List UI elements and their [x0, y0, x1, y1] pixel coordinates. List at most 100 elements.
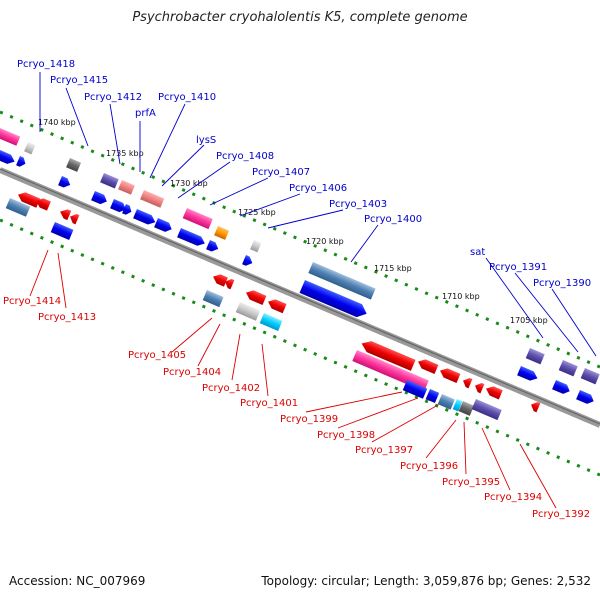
- upper-gene-label-10: Pcryo_1400: [364, 214, 422, 225]
- upper-gene-label-11: sat: [470, 247, 485, 258]
- gene-block: [452, 398, 463, 412]
- genome-backbone: [0, 167, 600, 428]
- gene-arrow: [91, 191, 107, 205]
- gene-arrow: [517, 366, 538, 381]
- gene-arrow: [206, 240, 219, 252]
- gene-block: [458, 400, 475, 416]
- gene-arrow: [154, 218, 172, 232]
- upper-gene-label-5: lysS: [196, 135, 216, 146]
- scale-label-6: 1710 kbp: [442, 292, 480, 301]
- upper-gene-label-9: Pcryo_1403: [329, 199, 387, 210]
- gene-block: [558, 360, 578, 377]
- lower-gene-label-2: Pcryo_1405: [128, 350, 186, 361]
- gene-block: [235, 302, 261, 321]
- gene-block: [50, 222, 74, 240]
- scale-label-4: 1720 kbp: [306, 237, 344, 246]
- gene-arrow: [0, 150, 15, 164]
- lower-gene-labels: Pcryo_1414Pcryo_1413Pcryo_1405Pcryo_1404…: [3, 296, 590, 520]
- gene-arrow: [36, 198, 51, 211]
- gene-block: [308, 262, 376, 300]
- upper-gene-label-1: Pcryo_1415: [50, 75, 108, 86]
- gene-block: [214, 225, 230, 240]
- gene-arrow: [576, 390, 594, 404]
- upper-gene-label-8: Pcryo_1406: [289, 183, 347, 194]
- gene-arrow: [16, 156, 26, 167]
- upper-gene-label-3: prfA: [135, 108, 156, 119]
- lower-gene-label-5: Pcryo_1401: [240, 398, 298, 409]
- gene-arrow: [70, 213, 80, 225]
- gene-block: [425, 388, 440, 404]
- lower-gene-label-0: Pcryo_1414: [3, 296, 61, 307]
- forward-strand-genes: [0, 127, 600, 404]
- gene-block: [202, 290, 224, 308]
- gene-block: [100, 172, 119, 189]
- gene-arrow: [299, 280, 367, 318]
- leader-lines-lower: [29, 249, 557, 509]
- lower-gene-label-8: Pcryo_1397: [355, 445, 413, 456]
- upper-gene-label-2: Pcryo_1412: [84, 92, 142, 103]
- lower-gene-label-11: Pcryo_1394: [484, 492, 542, 503]
- gene-arrow: [225, 278, 235, 290]
- scale-label-1: 1735 kbp: [106, 149, 144, 158]
- upper-gene-label-12: Pcryo_1391: [489, 262, 547, 273]
- scale-track-outer: [0, 110, 600, 369]
- scale-track-inner: [0, 218, 600, 477]
- upper-gene-labels: Pcryo_1418Pcryo_1415Pcryo_1412prfAPcryo_…: [17, 59, 591, 289]
- genome-stats: Topology: circular; Length: 3,059,876 bp…: [261, 574, 591, 588]
- leader-lines-upper: [39, 72, 597, 357]
- gene-arrow: [122, 204, 132, 215]
- gene-arrow: [58, 176, 71, 188]
- scale-label-5: 1715 kbp: [374, 264, 412, 273]
- gene-block: [580, 367, 600, 385]
- gene-block: [437, 394, 455, 410]
- lower-gene-label-4: Pcryo_1402: [202, 383, 260, 394]
- gene-arrow: [463, 377, 473, 389]
- gene-block: [525, 348, 545, 365]
- gene-arrow: [242, 255, 253, 266]
- gene-block: [471, 399, 502, 421]
- upper-gene-label-6: Pcryo_1408: [216, 151, 274, 162]
- gene-arrow: [418, 359, 439, 375]
- lower-gene-label-1: Pcryo_1413: [38, 312, 96, 323]
- upper-gene-label-0: Pcryo_1418: [17, 59, 75, 70]
- scale-label-2: 1730 kbp: [170, 179, 208, 188]
- lower-gene-label-10: Pcryo_1395: [442, 477, 500, 488]
- gene-block: [259, 313, 283, 331]
- lower-gene-label-12: Pcryo_1392: [532, 509, 590, 520]
- gene-arrow: [18, 192, 41, 208]
- upper-gene-label-7: Pcryo_1407: [252, 167, 310, 178]
- upper-gene-label-4: Pcryo_1410: [158, 92, 216, 103]
- map-title: Psychrobacter cryohalolentis K5, complet…: [132, 10, 468, 25]
- upper-gene-label-13: Pcryo_1390: [533, 278, 591, 289]
- gene-arrow: [60, 209, 72, 221]
- gene-arrow: [440, 368, 461, 384]
- gene-block: [140, 190, 165, 208]
- scale-label-3: 1725 kbp: [238, 208, 276, 217]
- gene-arrow: [177, 228, 205, 246]
- lower-gene-label-6: Pcryo_1399: [280, 414, 338, 425]
- gene-block: [182, 208, 213, 230]
- gene-block: [5, 198, 31, 217]
- accession-label: Accession: NC_007969: [9, 574, 146, 588]
- gene-block: [250, 239, 262, 253]
- gene-arrow: [486, 386, 503, 400]
- gene-block: [0, 127, 21, 146]
- reverse-strand-genes: [5, 192, 541, 421]
- gene-block: [402, 379, 428, 399]
- lower-gene-label-7: Pcryo_1398: [317, 430, 375, 441]
- gene-arrow: [213, 274, 228, 287]
- gene-block: [66, 158, 82, 172]
- gene-arrow: [552, 380, 570, 394]
- gene-arrow: [110, 199, 126, 213]
- gene-block: [24, 142, 36, 155]
- gene-arrow: [268, 299, 287, 314]
- scale-label-7: 1705 kbp: [510, 316, 548, 325]
- gene-arrow: [246, 290, 267, 306]
- gene-block: [118, 179, 135, 195]
- gene-arrow: [475, 382, 485, 394]
- gene-arrow: [531, 401, 541, 413]
- lower-gene-label-9: Pcryo_1396: [400, 461, 458, 472]
- lower-gene-label-3: Pcryo_1404: [163, 367, 221, 378]
